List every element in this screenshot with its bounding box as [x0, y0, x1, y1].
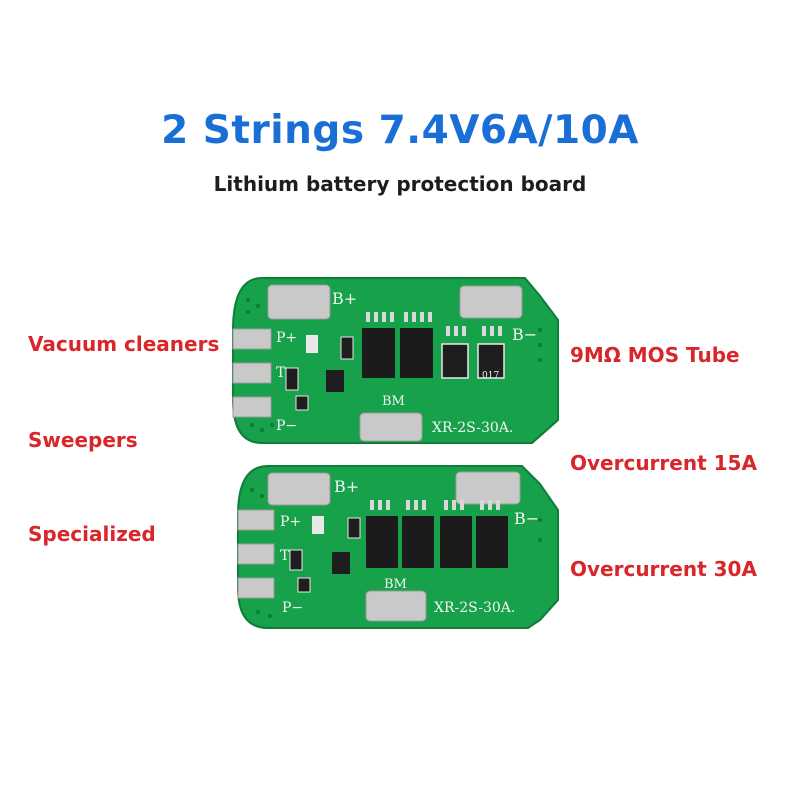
- page-subtitle: Lithium battery protection board: [213, 172, 587, 196]
- silk-model: XR-2S-30A.: [432, 420, 513, 436]
- silk-p-plus: P+: [276, 330, 297, 346]
- silk-p-minus-2: P−: [282, 600, 303, 616]
- label-overcurrent-15a: Overcurrent 15A: [570, 451, 757, 475]
- silk-b-plus: B+: [332, 289, 357, 308]
- silk-p-plus-2: P+: [280, 514, 301, 530]
- silk-b-minus-2: B−: [514, 509, 539, 528]
- silk-p-minus: P−: [276, 418, 297, 434]
- silk-component-code: 017: [482, 371, 499, 381]
- label-overcurrent-30a: Overcurrent 30A: [570, 557, 757, 581]
- silk-b-plus-2: B+: [334, 477, 359, 496]
- label-sweepers: Sweepers: [28, 428, 138, 452]
- silk-model-2: XR-2S-30A.: [434, 600, 515, 616]
- silk-t-2: T: [280, 548, 290, 564]
- silk-bm-2: BM: [384, 577, 407, 592]
- label-specialized: Specialized: [28, 522, 156, 546]
- label-vacuum-cleaners: Vacuum cleaners: [28, 332, 220, 356]
- label-mos-tube: 9MΩ MOS Tube: [570, 343, 740, 367]
- silk-b-minus: B−: [512, 325, 537, 344]
- page-title: 2 Strings 7.4V6A/10A: [161, 108, 639, 153]
- silk-bm: BM: [382, 394, 405, 409]
- silk-t: T: [276, 365, 286, 381]
